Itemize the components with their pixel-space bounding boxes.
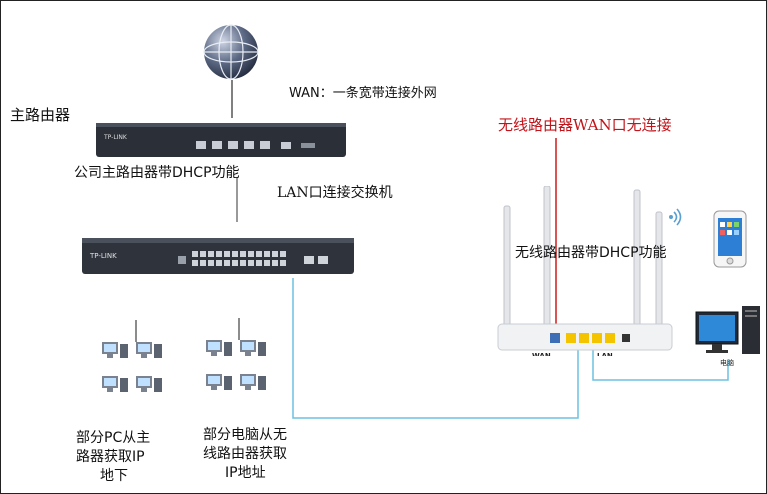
wireless-computer-cable xyxy=(592,350,729,381)
wan-port-label: WAN xyxy=(532,352,551,356)
lan-port-label: LAN xyxy=(597,352,613,356)
switch-wireless-cable xyxy=(292,278,579,419)
pc-group-2-line-2: 线路由器获取 xyxy=(203,446,287,462)
switch-brand-text: TP-LINK xyxy=(89,252,117,260)
wireless-wan-unconnected-label: 无线路由器WAN口无连接 xyxy=(498,116,672,134)
pc-group-2-line-1: 部分电脑从无 xyxy=(203,427,287,443)
company-router-dhcp-label: 公司主路由器带DHCP功能 xyxy=(74,165,240,181)
main-router-label: 主路由器 xyxy=(10,106,71,124)
desktop-computer-icon: 电脑 xyxy=(695,306,760,367)
wan-note-label: WAN：一条宽带连接外网 xyxy=(289,86,437,101)
wifi-signal-icon xyxy=(669,208,682,226)
smartphone-icon xyxy=(713,210,747,268)
pc-group-1-line-3: 地下 xyxy=(100,468,128,484)
wireless-router-device: WAN LAN xyxy=(497,186,673,356)
globe-icon xyxy=(203,24,259,80)
wireless-dhcp-label: 无线路由器带DHCP功能 xyxy=(515,245,667,261)
computer-label: 电脑 xyxy=(720,358,734,367)
switch-device: TP-LINK xyxy=(82,238,354,274)
pc-group-1-line-2: 路器获取IP xyxy=(76,449,145,465)
router-brand-text: TP-LINK xyxy=(103,134,128,141)
pc-group-2-line-3: IP地址 xyxy=(225,465,266,481)
lan-to-switch-label: LAN口连接交换机 xyxy=(277,185,393,201)
pc-cluster-icon xyxy=(102,342,162,392)
pc-group-1-line-1: 部分PC从主 xyxy=(76,430,151,446)
pc-cluster-icon xyxy=(206,340,266,390)
router-device: TP-LINK xyxy=(96,123,346,157)
